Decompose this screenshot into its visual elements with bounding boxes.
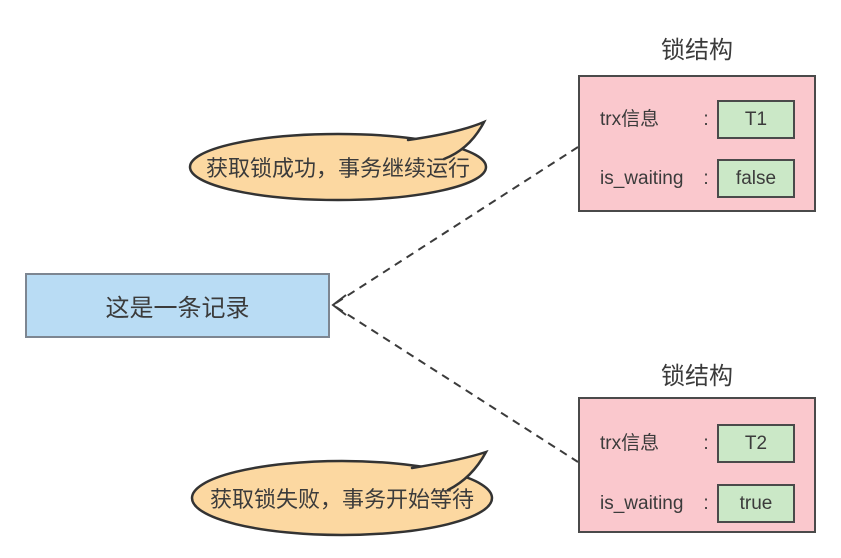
speech-bubble-bottom-tail xyxy=(410,449,489,492)
trx-info-label: trx信息 xyxy=(600,109,660,130)
lock-structure-box-top: trx信息 : T1 is_waiting : false xyxy=(578,75,816,212)
arrowhead-icon xyxy=(331,294,347,316)
speech-bubble-bottom-ellipse xyxy=(190,459,494,537)
dashed-connector-bottom xyxy=(335,306,579,463)
is-waiting-value: true xyxy=(739,492,773,514)
is-waiting-value-box: false xyxy=(717,159,795,198)
colon-separator: : xyxy=(703,493,709,514)
trx-info-label: trx信息 xyxy=(600,433,660,454)
trx-value-box: T2 xyxy=(717,424,795,463)
record-box: 这是一条记录 xyxy=(25,273,330,338)
is-waiting-value: false xyxy=(735,167,777,189)
colon-separator: : xyxy=(703,168,709,189)
speech-bubble-bottom-text: 获取锁失败，事务开始等待 xyxy=(209,487,474,512)
speech-bubble-top-ellipse xyxy=(188,132,488,202)
record-label: 这是一条记录 xyxy=(105,295,250,322)
lock-structure-box-bottom: trx信息 : T2 is_waiting : true xyxy=(578,397,816,533)
is-waiting-label: is_waiting xyxy=(600,168,684,189)
trx-value-box: T1 xyxy=(717,100,795,139)
colon-separator: : xyxy=(703,109,709,130)
lock-structure-title-top: 锁结构 xyxy=(661,37,733,64)
trx-value: T1 xyxy=(744,108,768,130)
is-waiting-value-box: true xyxy=(717,484,795,523)
is-waiting-label: is_waiting xyxy=(600,493,684,514)
speech-bubble-top-text: 获取锁成功，事务继续运行 xyxy=(205,156,470,181)
speech-bubble-top-shape xyxy=(188,119,488,202)
lock-structure-title-bottom: 锁结构 xyxy=(661,363,733,390)
speech-bubble-bottom-shape xyxy=(190,449,494,537)
speech-bubble-top-tail xyxy=(406,119,487,161)
trx-value: T2 xyxy=(744,432,768,454)
colon-separator: : xyxy=(703,433,709,454)
dashed-connector-top xyxy=(335,146,579,304)
